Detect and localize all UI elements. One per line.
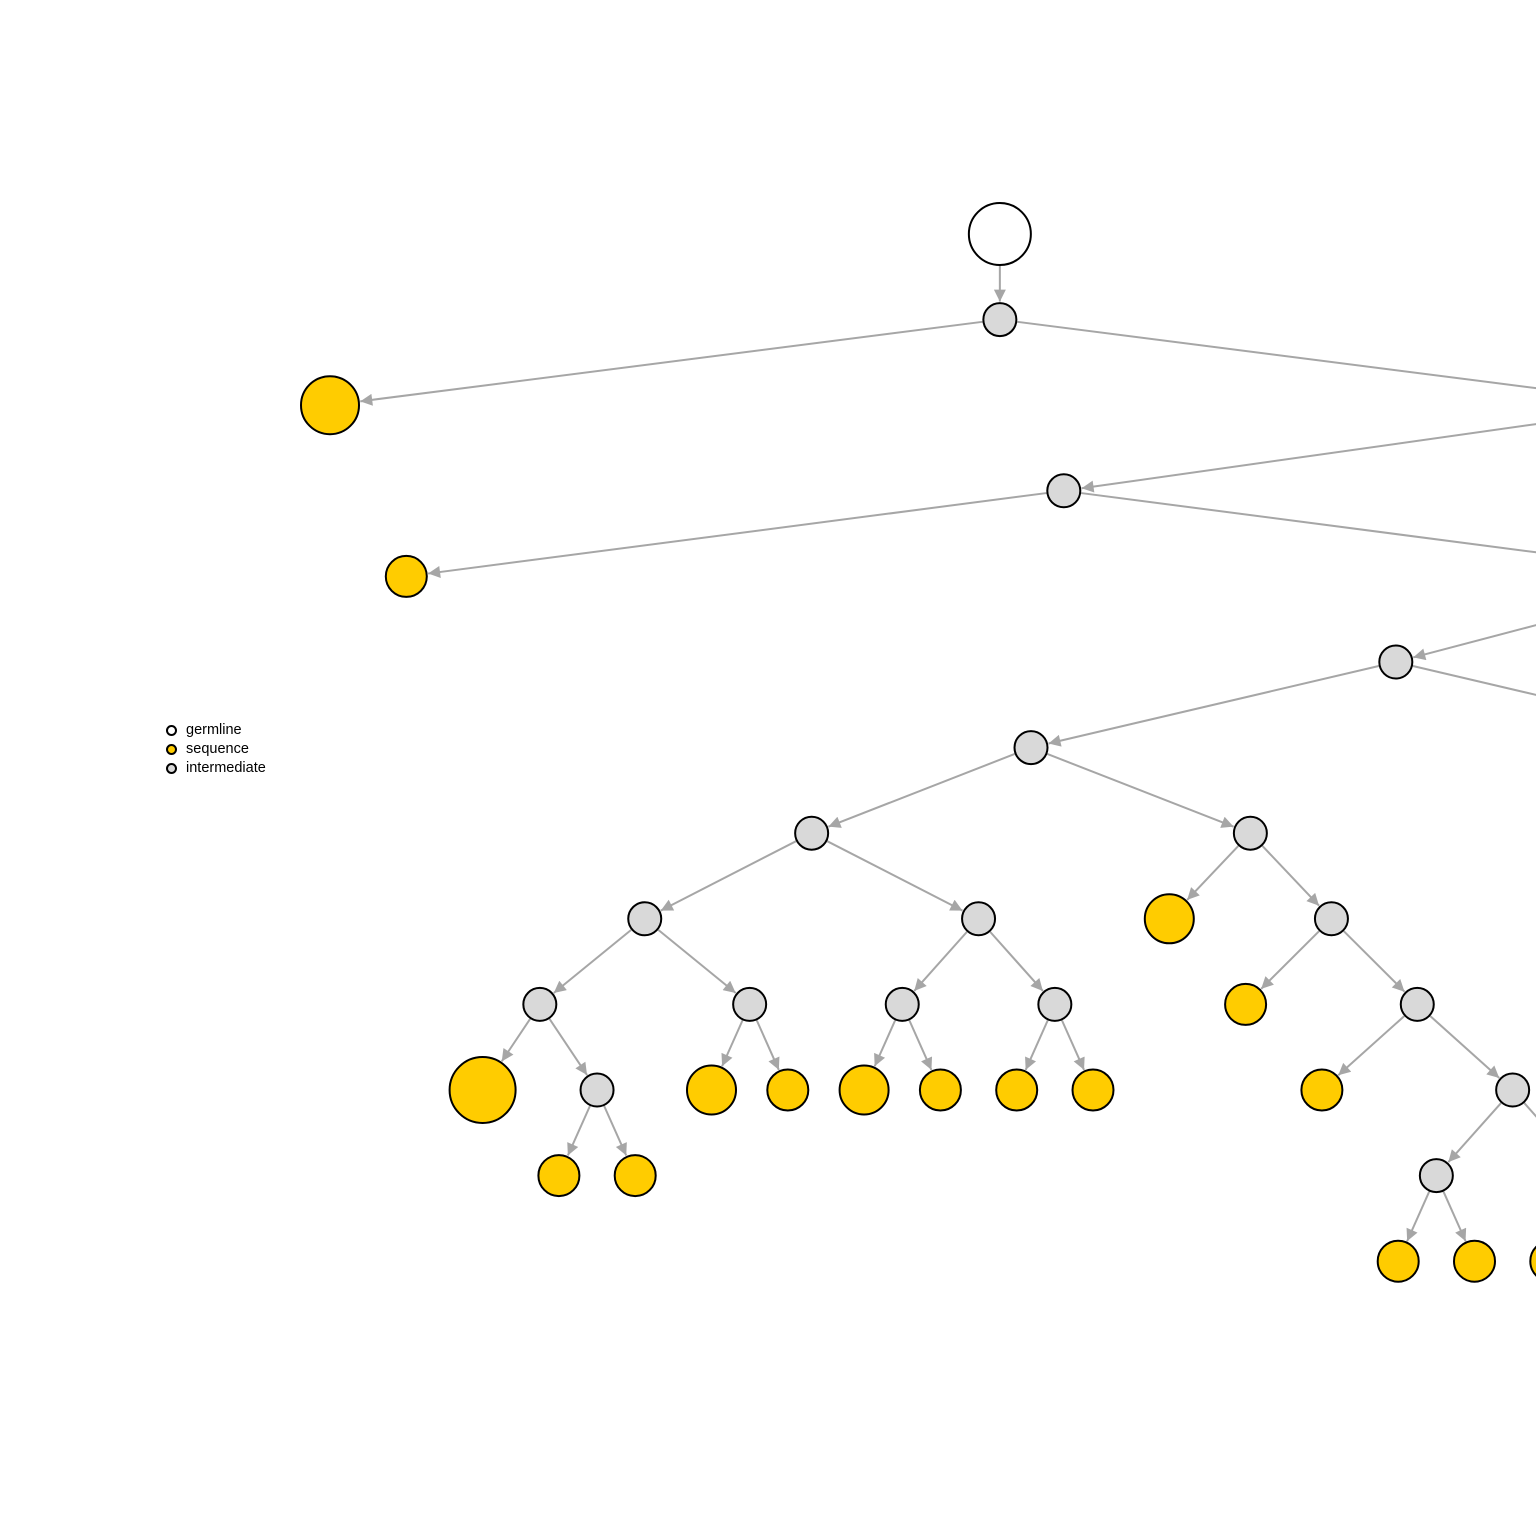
tree-edge-arrow bbox=[657, 929, 737, 994]
legend-item-intermediate: intermediate bbox=[166, 759, 266, 778]
intermediate-node bbox=[522, 986, 558, 1022]
tree-edge-arrow bbox=[603, 1105, 628, 1156]
tree-edge-arrow bbox=[1412, 624, 1536, 661]
tree-edge-arrow bbox=[1260, 930, 1320, 990]
intermediate-node bbox=[1046, 473, 1082, 509]
intermediate-legend-icon bbox=[166, 763, 177, 774]
legend-item-germline: germline bbox=[166, 721, 266, 740]
intermediate-node bbox=[794, 815, 830, 851]
nodes-layer bbox=[300, 202, 1536, 1283]
sequence-node bbox=[448, 1056, 517, 1124]
intermediate-node bbox=[982, 302, 1018, 338]
tree-edge-arrow bbox=[908, 1019, 933, 1071]
sequence-node bbox=[1376, 1239, 1420, 1283]
tree-edge-arrow bbox=[826, 840, 963, 912]
intermediate-node bbox=[1418, 1158, 1454, 1194]
intermediate-node bbox=[1313, 901, 1349, 937]
tree-edge-arrow bbox=[755, 1019, 780, 1071]
intermediate-node bbox=[961, 901, 997, 937]
legend-label: intermediate bbox=[186, 760, 266, 776]
tree-edge-arrow bbox=[1186, 845, 1240, 901]
sequence-node bbox=[613, 1154, 657, 1198]
tree-edge-arrow bbox=[989, 931, 1044, 992]
tree-edge-arrow bbox=[721, 1019, 744, 1067]
sequence-node bbox=[1453, 1239, 1496, 1283]
intermediate-node bbox=[1013, 730, 1049, 766]
edges-layer bbox=[360, 266, 1536, 1242]
tree-edge-arrow bbox=[1017, 320, 1536, 390]
sequence-node bbox=[1224, 982, 1268, 1026]
tree-edge-arrow bbox=[1447, 1102, 1502, 1163]
intermediate-node bbox=[627, 901, 663, 937]
tree-edge-arrow bbox=[360, 320, 983, 406]
sequence-node bbox=[384, 554, 428, 598]
tree-edge-arrow bbox=[913, 931, 968, 992]
tree-edge-arrow bbox=[1261, 845, 1320, 907]
tree-edge-arrow bbox=[427, 492, 1047, 578]
intermediate-node bbox=[1495, 1072, 1531, 1108]
tree-edge-arrow bbox=[1523, 1102, 1536, 1118]
intermediate-node bbox=[1399, 986, 1435, 1022]
sequence-node bbox=[1529, 1245, 1536, 1277]
intermediate-node bbox=[732, 986, 768, 1022]
sequence-node bbox=[300, 375, 360, 436]
intermediate-node bbox=[884, 986, 920, 1022]
legend-label: germline bbox=[186, 722, 242, 738]
tree-edge-arrow bbox=[1046, 753, 1234, 828]
legend: germline sequence intermediate bbox=[166, 721, 266, 778]
sequence-node bbox=[537, 1154, 581, 1198]
sequence-node bbox=[918, 1068, 962, 1112]
tree-edge-arrow bbox=[828, 753, 1016, 828]
sequence-node bbox=[766, 1068, 810, 1112]
intermediate-node bbox=[1378, 644, 1414, 680]
tree-edge-arrow bbox=[566, 1105, 591, 1156]
sequence-node bbox=[1071, 1068, 1115, 1112]
tree-edge-arrow bbox=[1343, 930, 1406, 993]
tree-edge-arrow bbox=[1412, 665, 1536, 696]
intermediate-node bbox=[1232, 815, 1268, 851]
tree-edge-arrow bbox=[873, 1019, 897, 1067]
tree-edge-arrow bbox=[548, 1018, 588, 1076]
tree-edge-arrow bbox=[553, 929, 632, 994]
legend-label: sequence bbox=[186, 741, 249, 757]
tree-edge-arrow bbox=[1024, 1019, 1049, 1071]
tree-edge-arrow bbox=[1081, 423, 1536, 493]
tree-edge-arrow bbox=[1337, 1015, 1405, 1077]
tree-edge-arrow bbox=[1048, 665, 1380, 747]
tree-edge-arrow bbox=[1429, 1015, 1500, 1079]
tree-edge-arrow bbox=[1406, 1191, 1431, 1242]
tree-edge-arrow bbox=[1061, 1019, 1085, 1071]
sequence-node bbox=[838, 1064, 890, 1116]
sequence-node bbox=[686, 1064, 737, 1116]
sequence-node bbox=[1143, 893, 1195, 945]
tree-edge-arrow bbox=[660, 840, 797, 912]
tree-edge-arrow bbox=[1442, 1191, 1467, 1242]
sequence-node bbox=[995, 1068, 1039, 1112]
sequence-node bbox=[1300, 1068, 1344, 1112]
germline-legend-icon bbox=[166, 725, 177, 736]
tree-edge-arrow bbox=[1081, 492, 1536, 554]
germline-node bbox=[967, 202, 1032, 266]
legend-item-sequence: sequence bbox=[166, 740, 266, 759]
intermediate-node bbox=[1037, 986, 1073, 1022]
intermediate-node bbox=[579, 1072, 615, 1108]
sequence-legend-icon bbox=[166, 744, 177, 755]
tree-edge-arrow bbox=[500, 1018, 531, 1062]
